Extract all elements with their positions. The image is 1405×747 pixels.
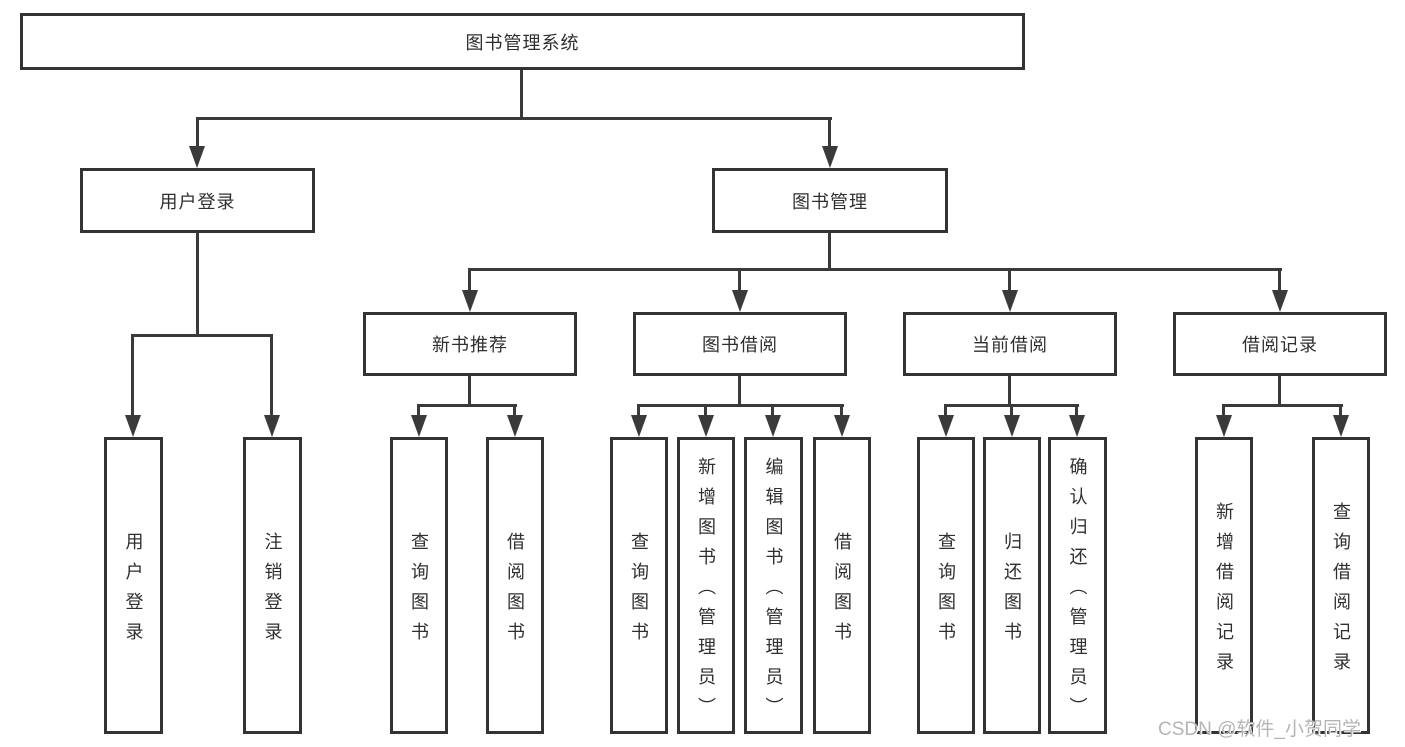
connector-line xyxy=(196,117,199,148)
connector-line xyxy=(1339,404,1342,417)
node-user-login-label: 用户登录 xyxy=(159,191,236,212)
connector-line xyxy=(1222,404,1225,417)
leaf-edit-book-admin-label: 编辑图书（管理员） xyxy=(763,456,784,727)
leaf-user-login: 用户登录 xyxy=(104,437,163,734)
node-book-borrowing-label: 图书借阅 xyxy=(702,335,778,355)
leaf-borrow-books-borrow-label: 借阅图书 xyxy=(832,531,852,652)
connector-line xyxy=(131,334,134,417)
node-borrowing-records-label: 借阅记录 xyxy=(1242,335,1318,355)
connector-line xyxy=(1010,404,1013,417)
arrow-down-icon xyxy=(765,415,781,437)
arrow-down-icon xyxy=(125,415,141,437)
node-book-borrowing: 图书借阅 xyxy=(633,312,847,376)
arrow-down-icon xyxy=(264,415,280,437)
node-book-management-label: 图书管理 xyxy=(792,191,868,212)
connector-line xyxy=(1222,404,1343,407)
arrow-down-icon xyxy=(1272,290,1288,312)
arrow-down-icon xyxy=(822,146,838,168)
connector-line xyxy=(513,404,516,417)
arrow-down-icon xyxy=(189,146,205,168)
leaf-query-books-current-label: 查询图书 xyxy=(936,531,956,652)
arrow-down-icon xyxy=(732,290,748,312)
connector-line xyxy=(270,334,273,417)
connector-line xyxy=(520,70,523,119)
node-book-management: 图书管理 xyxy=(712,168,948,233)
connector-line xyxy=(1278,268,1281,293)
connector-line xyxy=(840,404,843,417)
leaf-query-borrow-record: 查询借阅记录 xyxy=(1312,437,1370,734)
arrow-down-icon xyxy=(631,415,647,437)
connector-line xyxy=(637,404,844,407)
leaf-confirm-return-admin: 确认归还（管理员） xyxy=(1048,437,1107,734)
connector-line xyxy=(417,404,517,407)
connector-line xyxy=(1008,268,1011,293)
node-borrowing-records: 借阅记录 xyxy=(1173,312,1387,376)
node-user-login: 用户登录 xyxy=(80,168,315,233)
connector-line xyxy=(1008,376,1011,407)
leaf-return-book-label: 归还图书 xyxy=(1002,531,1022,652)
node-root: 图书管理系统 xyxy=(20,13,1025,70)
arrow-down-icon xyxy=(834,415,850,437)
connector-line xyxy=(944,404,947,417)
connector-line xyxy=(771,404,774,417)
leaf-add-borrow-record: 新增借阅记录 xyxy=(1195,437,1253,734)
leaf-borrow-books-newrec-label: 借阅图书 xyxy=(505,531,525,652)
arrow-down-icon xyxy=(1333,415,1349,437)
leaf-borrow-books-borrow: 借阅图书 xyxy=(813,437,871,734)
arrow-down-icon xyxy=(698,415,714,437)
connector-line xyxy=(738,376,741,407)
leaf-return-book: 归还图书 xyxy=(983,437,1041,734)
connector-line xyxy=(468,376,471,407)
arrow-down-icon xyxy=(1069,415,1085,437)
connector-line xyxy=(704,404,707,417)
connector-line xyxy=(1278,376,1281,407)
connector-line xyxy=(828,117,831,148)
arrow-down-icon xyxy=(462,290,478,312)
leaf-logout: 注销登录 xyxy=(243,437,302,734)
leaf-logout-label: 注销登录 xyxy=(262,531,283,652)
arrow-down-icon xyxy=(1216,415,1232,437)
connector-line xyxy=(468,268,471,293)
leaf-query-books-current: 查询图书 xyxy=(917,437,975,734)
leaf-query-borrow-record-label: 查询借阅记录 xyxy=(1331,501,1351,682)
connector-line xyxy=(131,334,273,337)
leaf-query-books-borrow-label: 查询图书 xyxy=(629,531,649,652)
connector-line xyxy=(196,117,832,120)
leaf-query-books-borrow: 查询图书 xyxy=(610,437,668,734)
leaf-query-books-newrec: 查询图书 xyxy=(390,437,448,734)
leaf-query-books-newrec-label: 查询图书 xyxy=(409,531,429,652)
node-root-label: 图书管理系统 xyxy=(465,32,580,53)
connector-line xyxy=(738,268,741,293)
leaf-add-book-admin-label: 新增图书（管理员） xyxy=(696,456,716,727)
connector-line xyxy=(637,404,640,417)
leaf-borrow-books-newrec: 借阅图书 xyxy=(486,437,544,734)
arrow-down-icon xyxy=(938,415,954,437)
leaf-add-book-admin: 新增图书（管理员） xyxy=(677,437,735,734)
arrow-down-icon xyxy=(411,415,427,437)
leaf-edit-book-admin: 编辑图书（管理员） xyxy=(744,437,803,734)
arrow-down-icon xyxy=(1002,290,1018,312)
node-current-borrowing: 当前借阅 xyxy=(903,312,1117,376)
connector-line xyxy=(1075,404,1078,417)
node-new-book-recommend-label: 新书推荐 xyxy=(432,335,508,355)
connector-line xyxy=(468,268,1282,271)
leaf-user-login-label: 用户登录 xyxy=(123,531,144,652)
arrow-down-icon xyxy=(1004,415,1020,437)
connector-line xyxy=(196,233,199,337)
node-current-borrowing-label: 当前借阅 xyxy=(972,335,1048,355)
connector-line xyxy=(417,404,420,417)
leaf-add-borrow-record-label: 新增借阅记录 xyxy=(1214,501,1234,682)
node-new-book-recommend: 新书推荐 xyxy=(363,312,577,376)
arrow-down-icon xyxy=(507,415,523,437)
leaf-confirm-return-admin-label: 确认归还（管理员） xyxy=(1067,456,1088,727)
connector-line xyxy=(828,233,831,270)
csdn-watermark: CSDN @软件_小贺同学 xyxy=(1158,719,1361,740)
